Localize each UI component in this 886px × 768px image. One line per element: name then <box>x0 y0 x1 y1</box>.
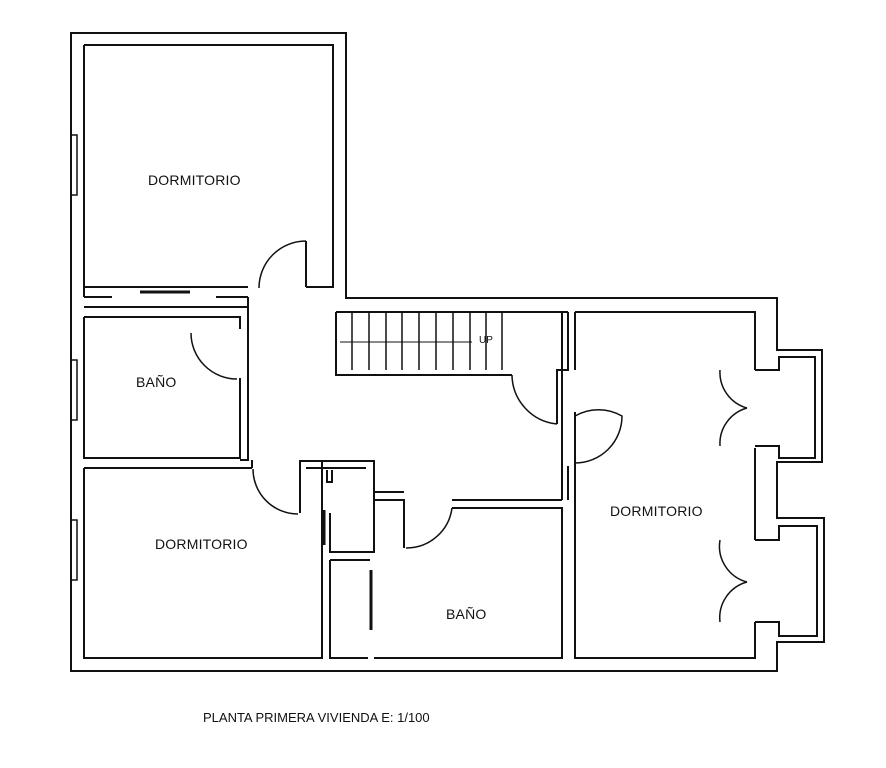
room-label-bano-1: BAÑO <box>136 374 177 390</box>
door-dormitorio-1 <box>258 240 307 289</box>
room-label-dormitorio-2: DORMITORIO <box>155 536 248 552</box>
door-bano-2 <box>405 507 453 549</box>
closet-door-2b <box>719 581 748 623</box>
stair-up-label: UP <box>479 335 493 346</box>
wall-dormitorio-2 <box>83 467 323 659</box>
stair <box>335 311 568 376</box>
wall-bano-1 <box>83 316 241 459</box>
stair-treads <box>340 312 503 370</box>
room-label-dormitorio-3: DORMITORIO <box>610 503 703 519</box>
door-stair <box>511 374 558 425</box>
window-1 <box>71 134 78 196</box>
wall-bano-2 <box>329 499 563 659</box>
plan-caption: PLANTA PRIMERA VIVIENDA E: 1/100 <box>203 710 430 725</box>
door-bano-1 <box>190 332 238 380</box>
room-label-bano-2: BAÑO <box>446 606 487 622</box>
door-dormitorio-2 <box>252 468 299 515</box>
closet-door-2a <box>718 539 748 583</box>
door-dormitorio-3 <box>574 409 623 464</box>
wall-dormitorio-3 <box>574 311 756 659</box>
wall-dormitorio-1 <box>84 44 334 288</box>
closet-door-1b <box>719 407 748 447</box>
room-label-dormitorio-1: DORMITORIO <box>148 172 241 188</box>
outer-wall <box>70 32 825 672</box>
closet-door-1a <box>719 369 748 409</box>
window-3 <box>71 519 78 581</box>
window-2 <box>71 359 78 421</box>
